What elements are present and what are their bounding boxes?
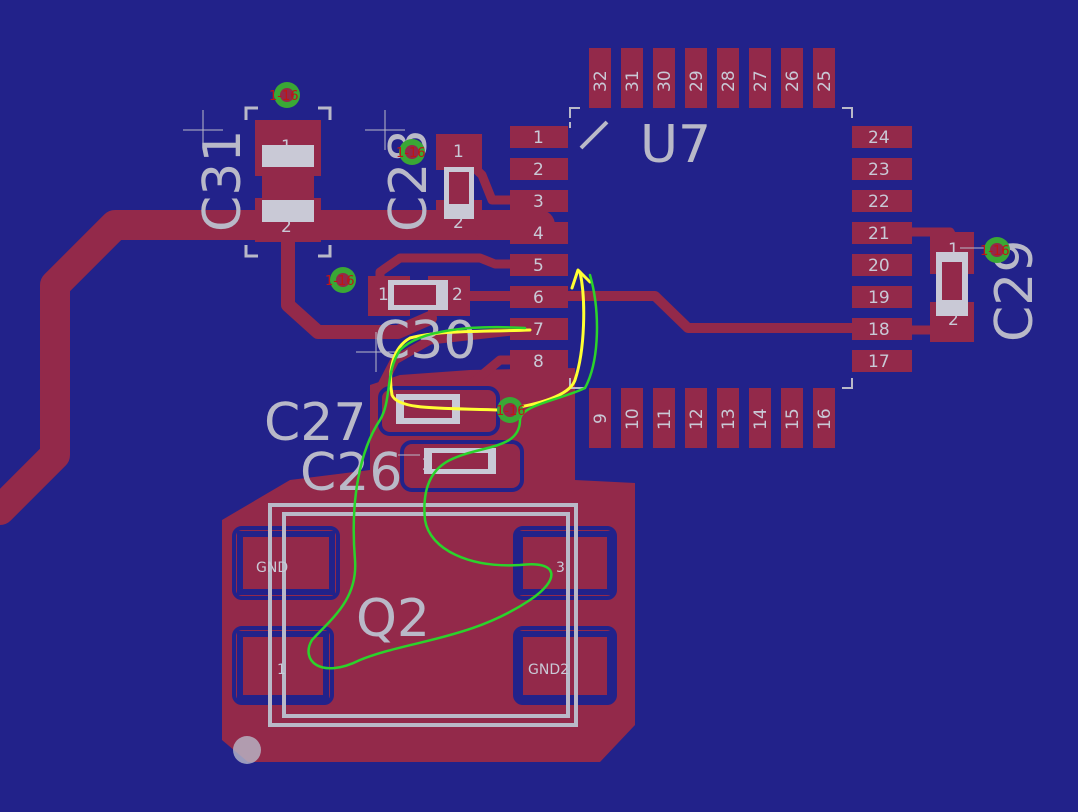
pin-label: 30 bbox=[655, 70, 675, 92]
via: 1-16 bbox=[496, 397, 526, 423]
c31-capacitor: 1 2 C31 bbox=[193, 106, 332, 258]
q2-transistor: Q2 GND 1 3 GND2 bbox=[233, 503, 613, 764]
via: 1-16 bbox=[269, 82, 300, 108]
u7-package: U7 1 2 3 4 5 6 7 8 24 23 22 21 20 19 18 … bbox=[510, 48, 912, 448]
pin-label: 7 bbox=[533, 320, 544, 340]
pin-label: 25 bbox=[815, 70, 835, 92]
pin-label: 32 bbox=[591, 70, 611, 92]
pin-label: 1 bbox=[533, 128, 544, 148]
via-label: 1-16 bbox=[396, 146, 426, 161]
pin-label: 2 bbox=[533, 160, 544, 180]
yellow-arrowhead bbox=[570, 268, 592, 290]
pad-label: 1 bbox=[281, 137, 292, 157]
c26-capacitor: 2 C26 bbox=[300, 443, 514, 503]
via: 1-16 bbox=[325, 267, 356, 293]
u7-bottom-pin-numbers: 9 10 11 12 13 14 15 16 bbox=[591, 408, 835, 430]
q2-ref-label: Q2 bbox=[356, 589, 430, 649]
pin-label: 23 bbox=[868, 160, 890, 180]
pin-label: 27 bbox=[751, 70, 771, 92]
pin-label: 14 bbox=[751, 408, 771, 430]
pin-label: 10 bbox=[623, 408, 643, 430]
pin-label: 12 bbox=[687, 408, 707, 430]
pin-label: 8 bbox=[533, 352, 544, 372]
via-label: 1-16 bbox=[980, 244, 1010, 259]
trace-pin6-pin18 bbox=[555, 291, 910, 333]
via-label: 1-16 bbox=[496, 404, 526, 419]
pad-label: GND2 bbox=[528, 662, 569, 678]
pin-label: 24 bbox=[868, 128, 890, 148]
c26-ref-label: C26 bbox=[300, 443, 402, 503]
pin-label: 17 bbox=[868, 352, 890, 372]
pin-label: 26 bbox=[783, 70, 803, 92]
pad-label: 2 bbox=[453, 213, 464, 233]
u7-top-pin-numbers: 32 31 30 29 28 27 26 25 bbox=[591, 70, 835, 92]
green-marker-path bbox=[307, 273, 599, 670]
annotation-strokes bbox=[307, 268, 599, 670]
pad-label: 2 bbox=[452, 285, 463, 305]
pin-label: 20 bbox=[868, 256, 890, 276]
c30-capacitor: 1 2 C30 bbox=[368, 276, 476, 371]
pad-label: 1 bbox=[277, 662, 286, 678]
trace-c31-c30 bbox=[281, 218, 437, 339]
pin-label: 5 bbox=[533, 256, 544, 276]
pin-label: 18 bbox=[868, 320, 890, 340]
pin-label: 31 bbox=[623, 70, 643, 92]
c27-ref-label: C27 bbox=[264, 393, 366, 453]
pin-label: 4 bbox=[533, 224, 544, 244]
pad-label: 2 bbox=[948, 310, 959, 330]
via: 1-16 bbox=[396, 139, 426, 165]
pin-label: 11 bbox=[655, 408, 675, 430]
u7-top-pads bbox=[589, 48, 835, 108]
c30-ref-label: C30 bbox=[374, 311, 476, 371]
origin-crosses bbox=[183, 110, 1000, 456]
via: 1-16 bbox=[980, 237, 1010, 263]
pin-label: 16 bbox=[815, 408, 835, 430]
pad-label: 2 bbox=[281, 217, 292, 237]
trace-pin5 bbox=[375, 253, 545, 297]
pin-label: 13 bbox=[719, 408, 739, 430]
pad-label: 2 bbox=[422, 455, 433, 475]
pin1-marker-icon bbox=[233, 736, 261, 764]
pin-label: 3 bbox=[533, 192, 544, 212]
pad-label: 3 bbox=[556, 560, 565, 576]
pad-label: 1 bbox=[378, 285, 389, 305]
vias: 1-16 1-16 1-16 1-16 1-16 bbox=[269, 82, 1010, 423]
via-label: 1-16 bbox=[325, 274, 355, 289]
u7-right-pin-numbers: 24 23 22 21 20 19 18 17 bbox=[868, 128, 890, 372]
pin-label: 19 bbox=[868, 288, 890, 308]
pad-label: 1 bbox=[453, 142, 464, 162]
u7-bottom-pads bbox=[589, 388, 835, 448]
c28-capacitor: 1 2 C28 bbox=[379, 130, 482, 234]
u7-ref-label: U7 bbox=[640, 115, 711, 175]
pin-label: 28 bbox=[719, 70, 739, 92]
pin-label: 21 bbox=[868, 224, 890, 244]
pad-label: GND bbox=[256, 560, 288, 576]
via-label: 1-16 bbox=[269, 89, 299, 104]
pin-label: 9 bbox=[591, 413, 611, 424]
pin-label: 29 bbox=[687, 70, 707, 92]
u7-left-pin-numbers: 1 2 3 4 5 6 7 8 bbox=[533, 128, 544, 372]
u7-right-pads bbox=[852, 126, 912, 372]
pin-label: 15 bbox=[783, 408, 803, 430]
c29-capacitor: 1 2 C29 bbox=[930, 232, 1045, 342]
pin-label: 22 bbox=[868, 192, 890, 212]
pin-label: 6 bbox=[533, 288, 544, 308]
c31-ref-label: C31 bbox=[193, 130, 253, 232]
pad-label: 1 bbox=[948, 240, 959, 260]
trace-pin7-gnd bbox=[377, 323, 545, 390]
u7-left-pads bbox=[510, 126, 568, 372]
